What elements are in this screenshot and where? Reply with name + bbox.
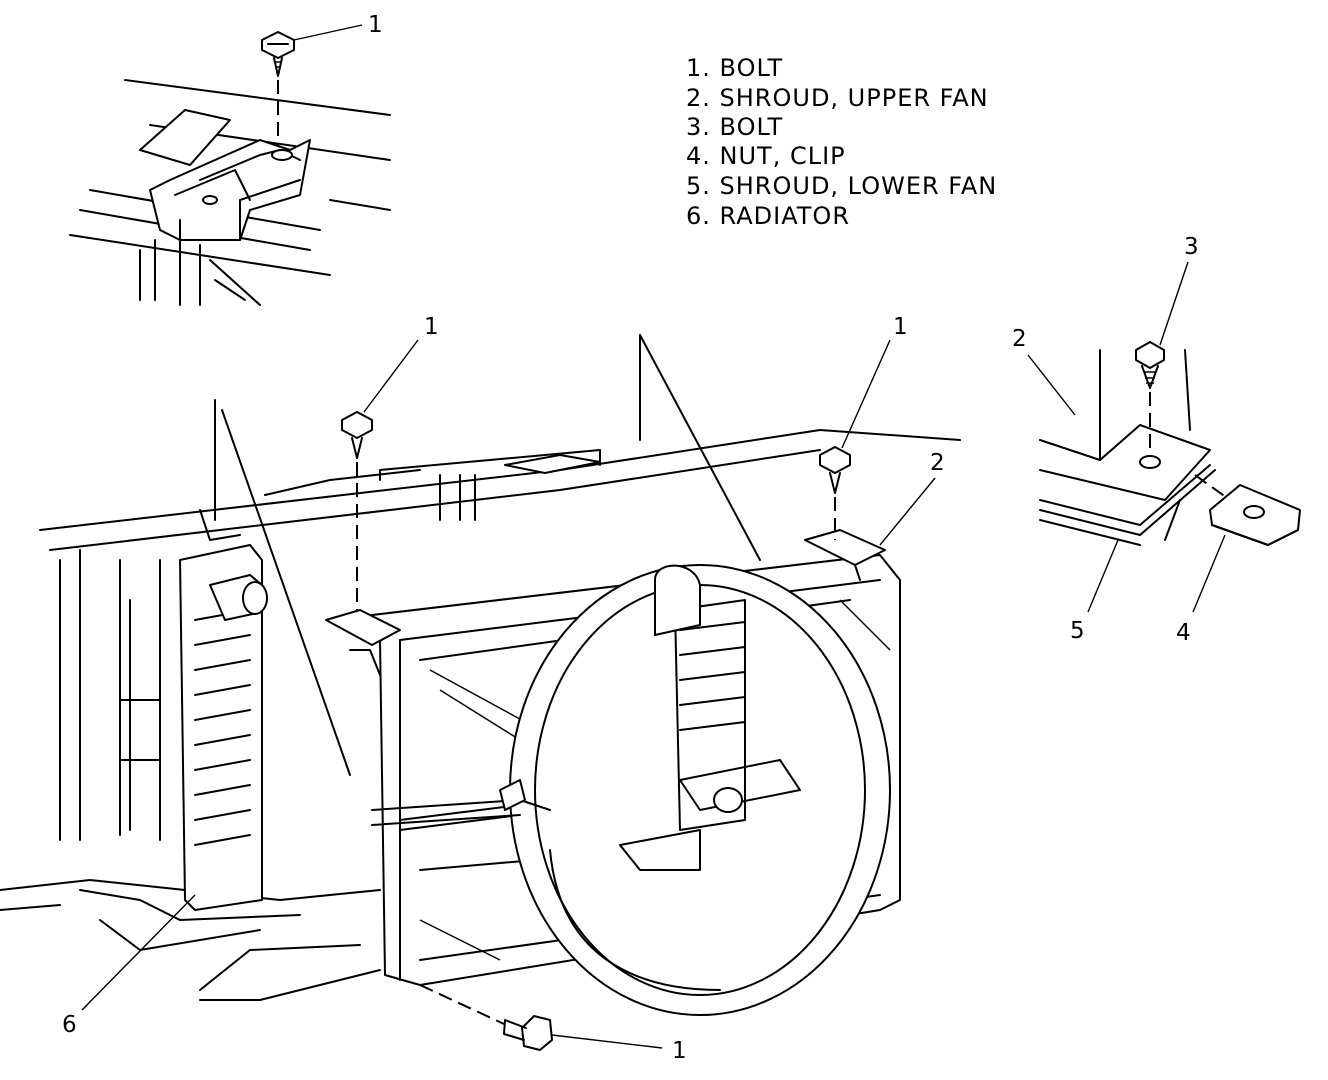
- callout-shroud-lower-detail: 5: [1070, 618, 1085, 644]
- upper-shroud-brackets: [325, 529, 886, 676]
- callout-bolt-right: 1: [893, 314, 908, 340]
- legend-item-5: 5. SHROUD, LOWER FAN: [686, 172, 997, 200]
- legend-item-6: 6. RADIATOR: [686, 202, 850, 230]
- bolt-right: [819, 446, 851, 540]
- callout-bolt-left: 1: [424, 314, 439, 340]
- callout-shroud-upper-main: 2: [930, 450, 945, 476]
- clip-nut-inset: 3 2 5 4: [1012, 234, 1301, 646]
- bolt-bottom: [419, 984, 553, 1051]
- callout-bolt-inset: 1: [368, 12, 383, 38]
- bolt-left: [341, 411, 373, 610]
- legend-item-1: 1. BOLT: [686, 54, 783, 82]
- callout-bolt-3: 3: [1184, 234, 1199, 260]
- fan-motor: [619, 564, 801, 871]
- callout-bolt-bottom: 1: [672, 1038, 687, 1064]
- callout-nut-clip: 4: [1176, 620, 1191, 646]
- main-assembly: 6 2: [0, 314, 961, 1064]
- parts-legend: 1. BOLT 2. SHROUD, UPPER FAN 3. BOLT 4. …: [686, 54, 997, 230]
- upper-bracket-inset: 1: [69, 12, 391, 306]
- legend-item-4: 4. NUT, CLIP: [686, 142, 846, 170]
- legend-item-2: 2. SHROUD, UPPER FAN: [686, 84, 989, 112]
- callout-shroud-upper-detail: 2: [1012, 326, 1027, 352]
- radiator: [79, 544, 301, 951]
- callout-radiator: 6: [62, 1012, 77, 1038]
- inset-bolt: [261, 31, 295, 150]
- legend-item-3: 3. BOLT: [686, 113, 783, 141]
